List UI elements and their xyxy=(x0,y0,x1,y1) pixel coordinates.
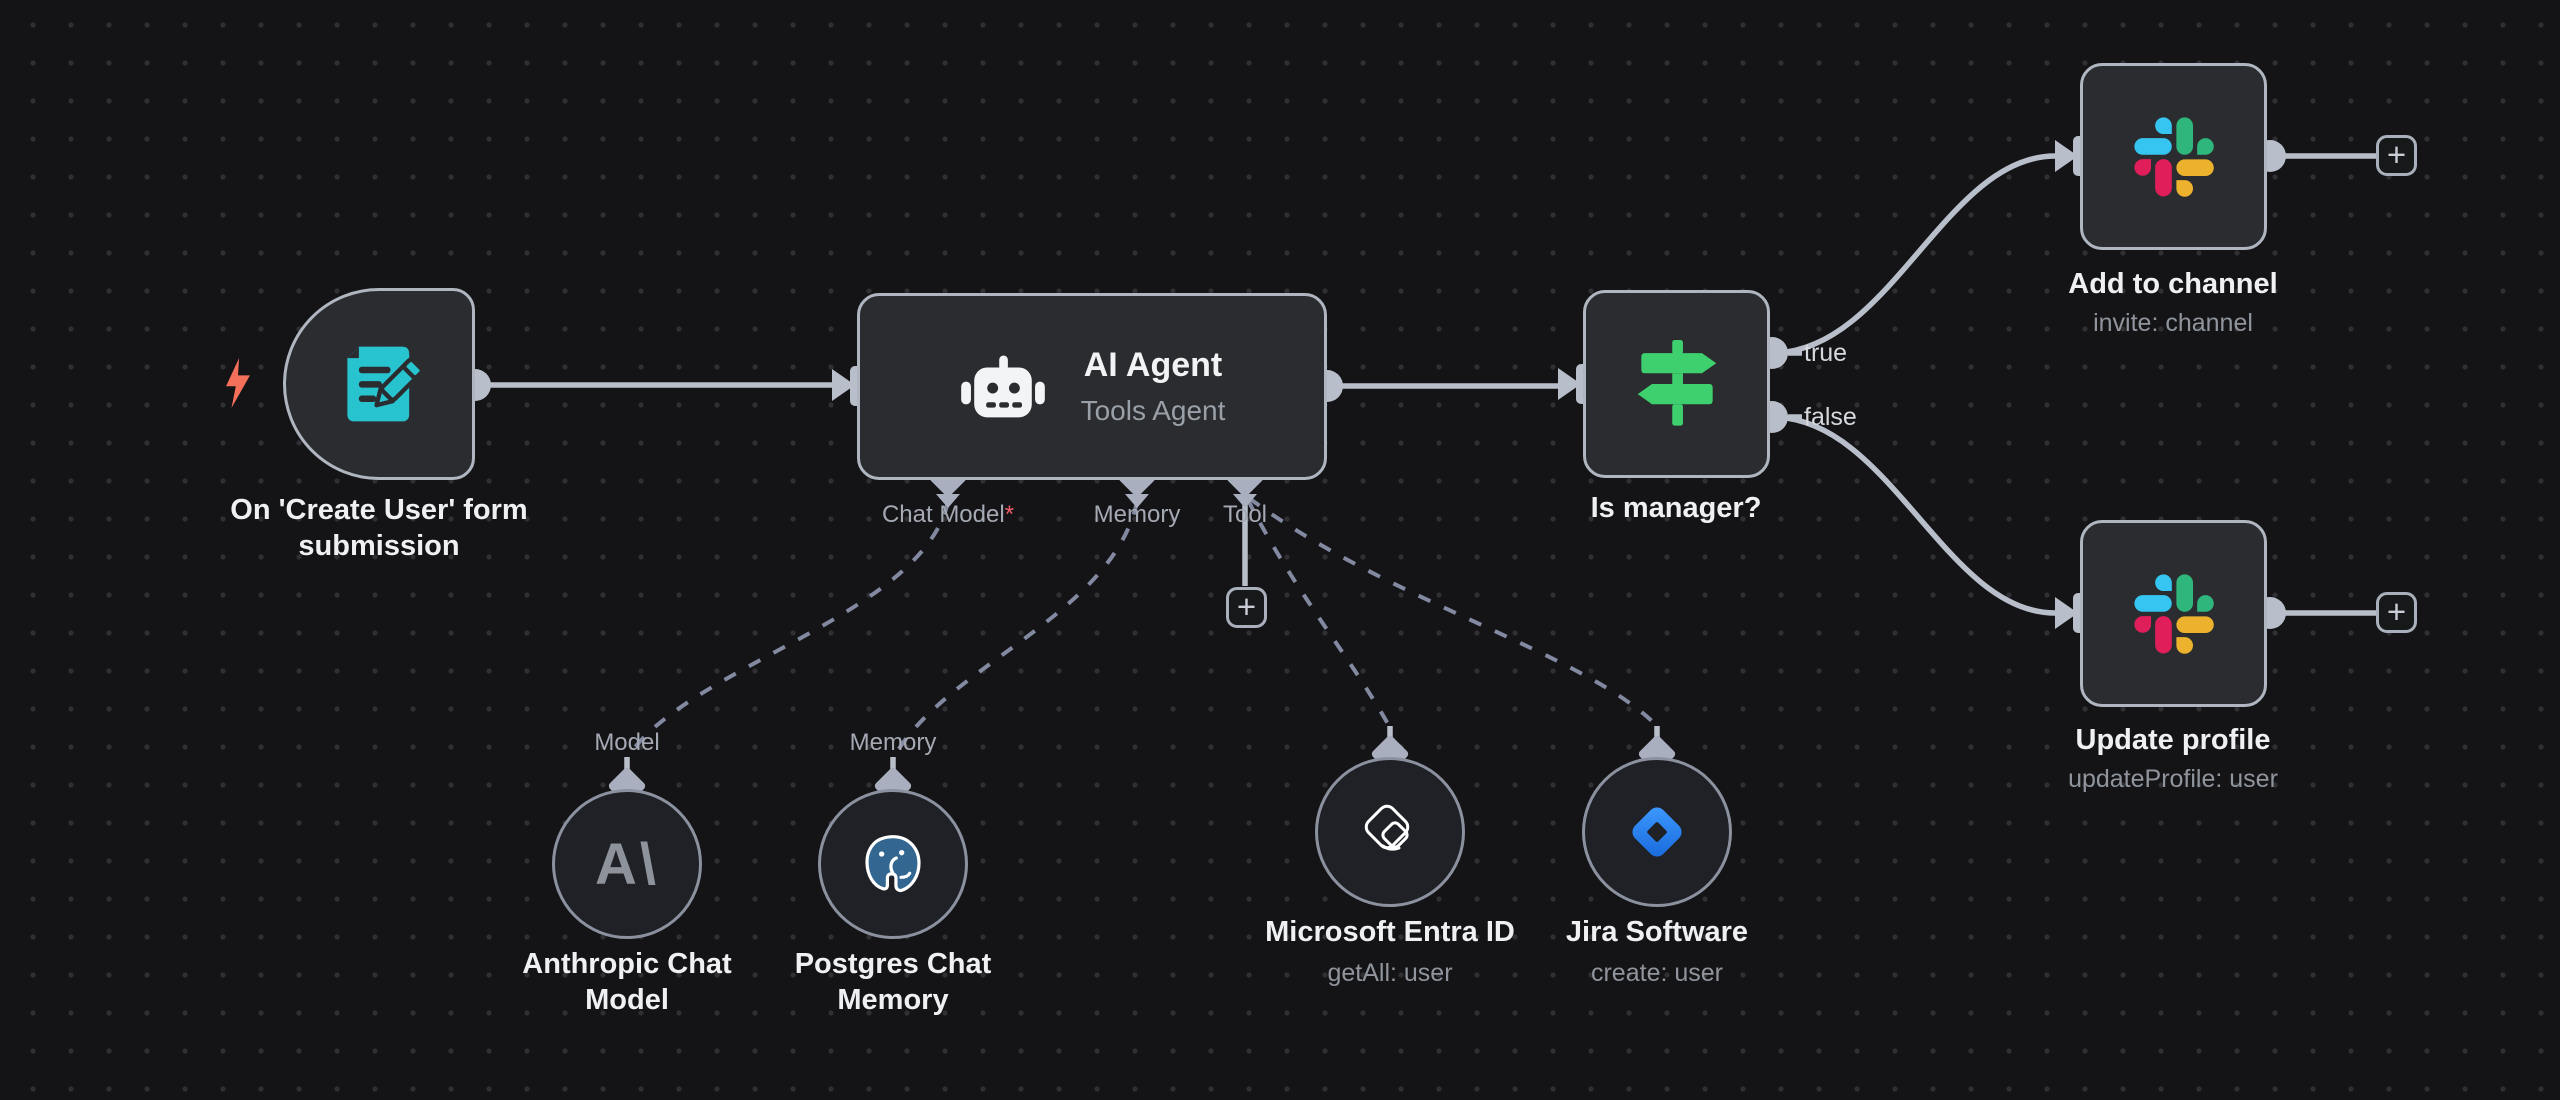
add-tool-button[interactable]: + xyxy=(1226,587,1267,628)
node-label-entra: Microsoft Entra ID xyxy=(1265,916,1515,948)
slack-logo-icon xyxy=(2133,116,2214,197)
lightning-icon xyxy=(226,358,250,408)
node-slack-update-profile[interactable] xyxy=(2080,520,2267,707)
input-arrow-updateprofile xyxy=(2055,597,2078,629)
port-label-pg-memory: Memory xyxy=(849,729,937,756)
node-sub-jira: create: user xyxy=(1590,959,1723,987)
output-label-true: true xyxy=(1804,339,1848,367)
node-label-update-profile: Update profile xyxy=(2075,724,2271,756)
port-arrow-tool xyxy=(1233,494,1257,508)
robot-icon xyxy=(960,354,1045,417)
port-label-model: Model xyxy=(594,729,660,756)
node-ai-agent[interactable]: AI Agent Tools Agent xyxy=(857,293,1327,480)
node-microsoft-entra-id[interactable] xyxy=(1315,757,1465,907)
edge-false-to-updateprofile[interactable] xyxy=(1771,414,2056,616)
node-label-anthropic: Anthropic Chat Model xyxy=(522,948,732,1016)
node-label-jira: Jira Software xyxy=(1565,916,1749,948)
form-pencil-icon xyxy=(347,346,424,422)
signpost-icon xyxy=(1637,340,1716,426)
entra-diamond-icon xyxy=(1364,804,1410,851)
edge-memory-to-postgres[interactable] xyxy=(893,501,1139,757)
port-label-tool: Tool xyxy=(1222,501,1268,528)
edge-chatmodel-to-anthropic[interactable] xyxy=(627,501,950,757)
required-asterisk: * xyxy=(1004,501,1015,528)
input-arrow-ismanager xyxy=(1558,368,1581,400)
node-sub-update-profile: updateProfile: user xyxy=(2068,765,2278,793)
node-anthropic-chat-model[interactable]: A\ xyxy=(552,789,702,939)
port-arrow-memory xyxy=(1125,494,1149,508)
slack-logo-icon xyxy=(2133,573,2214,654)
node-sub-add-to-channel: invite: channel xyxy=(2093,309,2253,337)
input-arrow-addtochannel xyxy=(2055,140,2078,172)
port-arrow-chat-model xyxy=(936,494,960,508)
port-label-memory: Memory xyxy=(1093,501,1181,528)
input-arrow-agent xyxy=(832,369,855,401)
ai-agent-subtitle: Tools Agent xyxy=(1080,395,1226,426)
node-form-trigger[interactable] xyxy=(283,288,475,480)
ai-agent-title: AI Agent xyxy=(1083,346,1223,384)
output-label-false: false xyxy=(1804,403,1857,431)
add-next-node-button-bottom[interactable]: + xyxy=(2376,592,2417,633)
node-label-form-trigger: On 'Create User' form submission xyxy=(230,494,528,562)
anthropic-logo-icon: A\ xyxy=(595,831,659,897)
node-label-add-to-channel: Add to channel xyxy=(2068,268,2278,300)
node-sub-entra: getAll: user xyxy=(1327,959,1453,987)
postgres-elephant-icon xyxy=(865,835,921,893)
node-jira-software[interactable] xyxy=(1582,757,1732,907)
node-slack-add-to-channel[interactable] xyxy=(2080,63,2267,250)
edge-tool-to-entra[interactable] xyxy=(1245,497,1390,725)
node-postgres-chat-memory[interactable] xyxy=(818,789,968,939)
jira-diamond-icon xyxy=(1632,807,1682,857)
edge-true-to-addtochannel[interactable] xyxy=(1771,153,2056,356)
edge-tool-to-jira[interactable] xyxy=(1247,496,1657,726)
port-label-chat-model: Chat Model* xyxy=(881,501,1015,528)
node-is-manager[interactable] xyxy=(1583,290,1770,478)
node-label-is-manager: Is manager? xyxy=(1590,492,1762,524)
add-next-node-button-top[interactable]: + xyxy=(2376,135,2417,176)
node-label-postgres: Postgres Chat Memory xyxy=(794,948,992,1016)
